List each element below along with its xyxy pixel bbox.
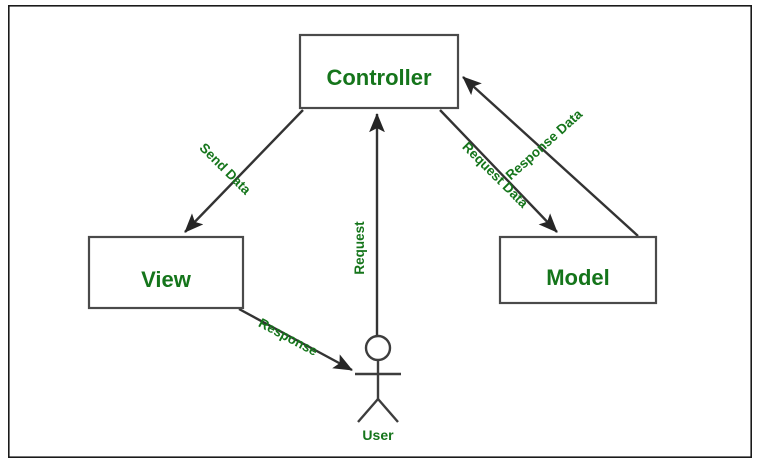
- node-controller-label: Controller: [326, 65, 432, 90]
- node-view-label: View: [141, 267, 192, 292]
- edge-send-data-line: [184, 109, 304, 233]
- node-view-box[interactable]: [87, 235, 245, 310]
- edge-request: Request: [352, 113, 385, 336]
- actor-user[interactable]: User: [355, 334, 401, 443]
- edge-request-label: Request: [352, 221, 367, 275]
- node-controller[interactable]: Controller: [298, 33, 460, 110]
- node-view[interactable]: View: [87, 235, 245, 310]
- user-leg-right-line: [377, 398, 399, 423]
- edge-request-data-line: [439, 109, 558, 233]
- node-controller-box[interactable]: [298, 33, 460, 110]
- actor-user-label: User: [362, 427, 394, 443]
- node-model[interactable]: Model: [498, 235, 658, 305]
- node-model-label: Model: [546, 265, 610, 290]
- edge-response-data-line: [462, 76, 639, 237]
- user-leg-left-line: [357, 398, 379, 423]
- node-model-box[interactable]: [498, 235, 658, 305]
- edge-response-line: [238, 307, 353, 372]
